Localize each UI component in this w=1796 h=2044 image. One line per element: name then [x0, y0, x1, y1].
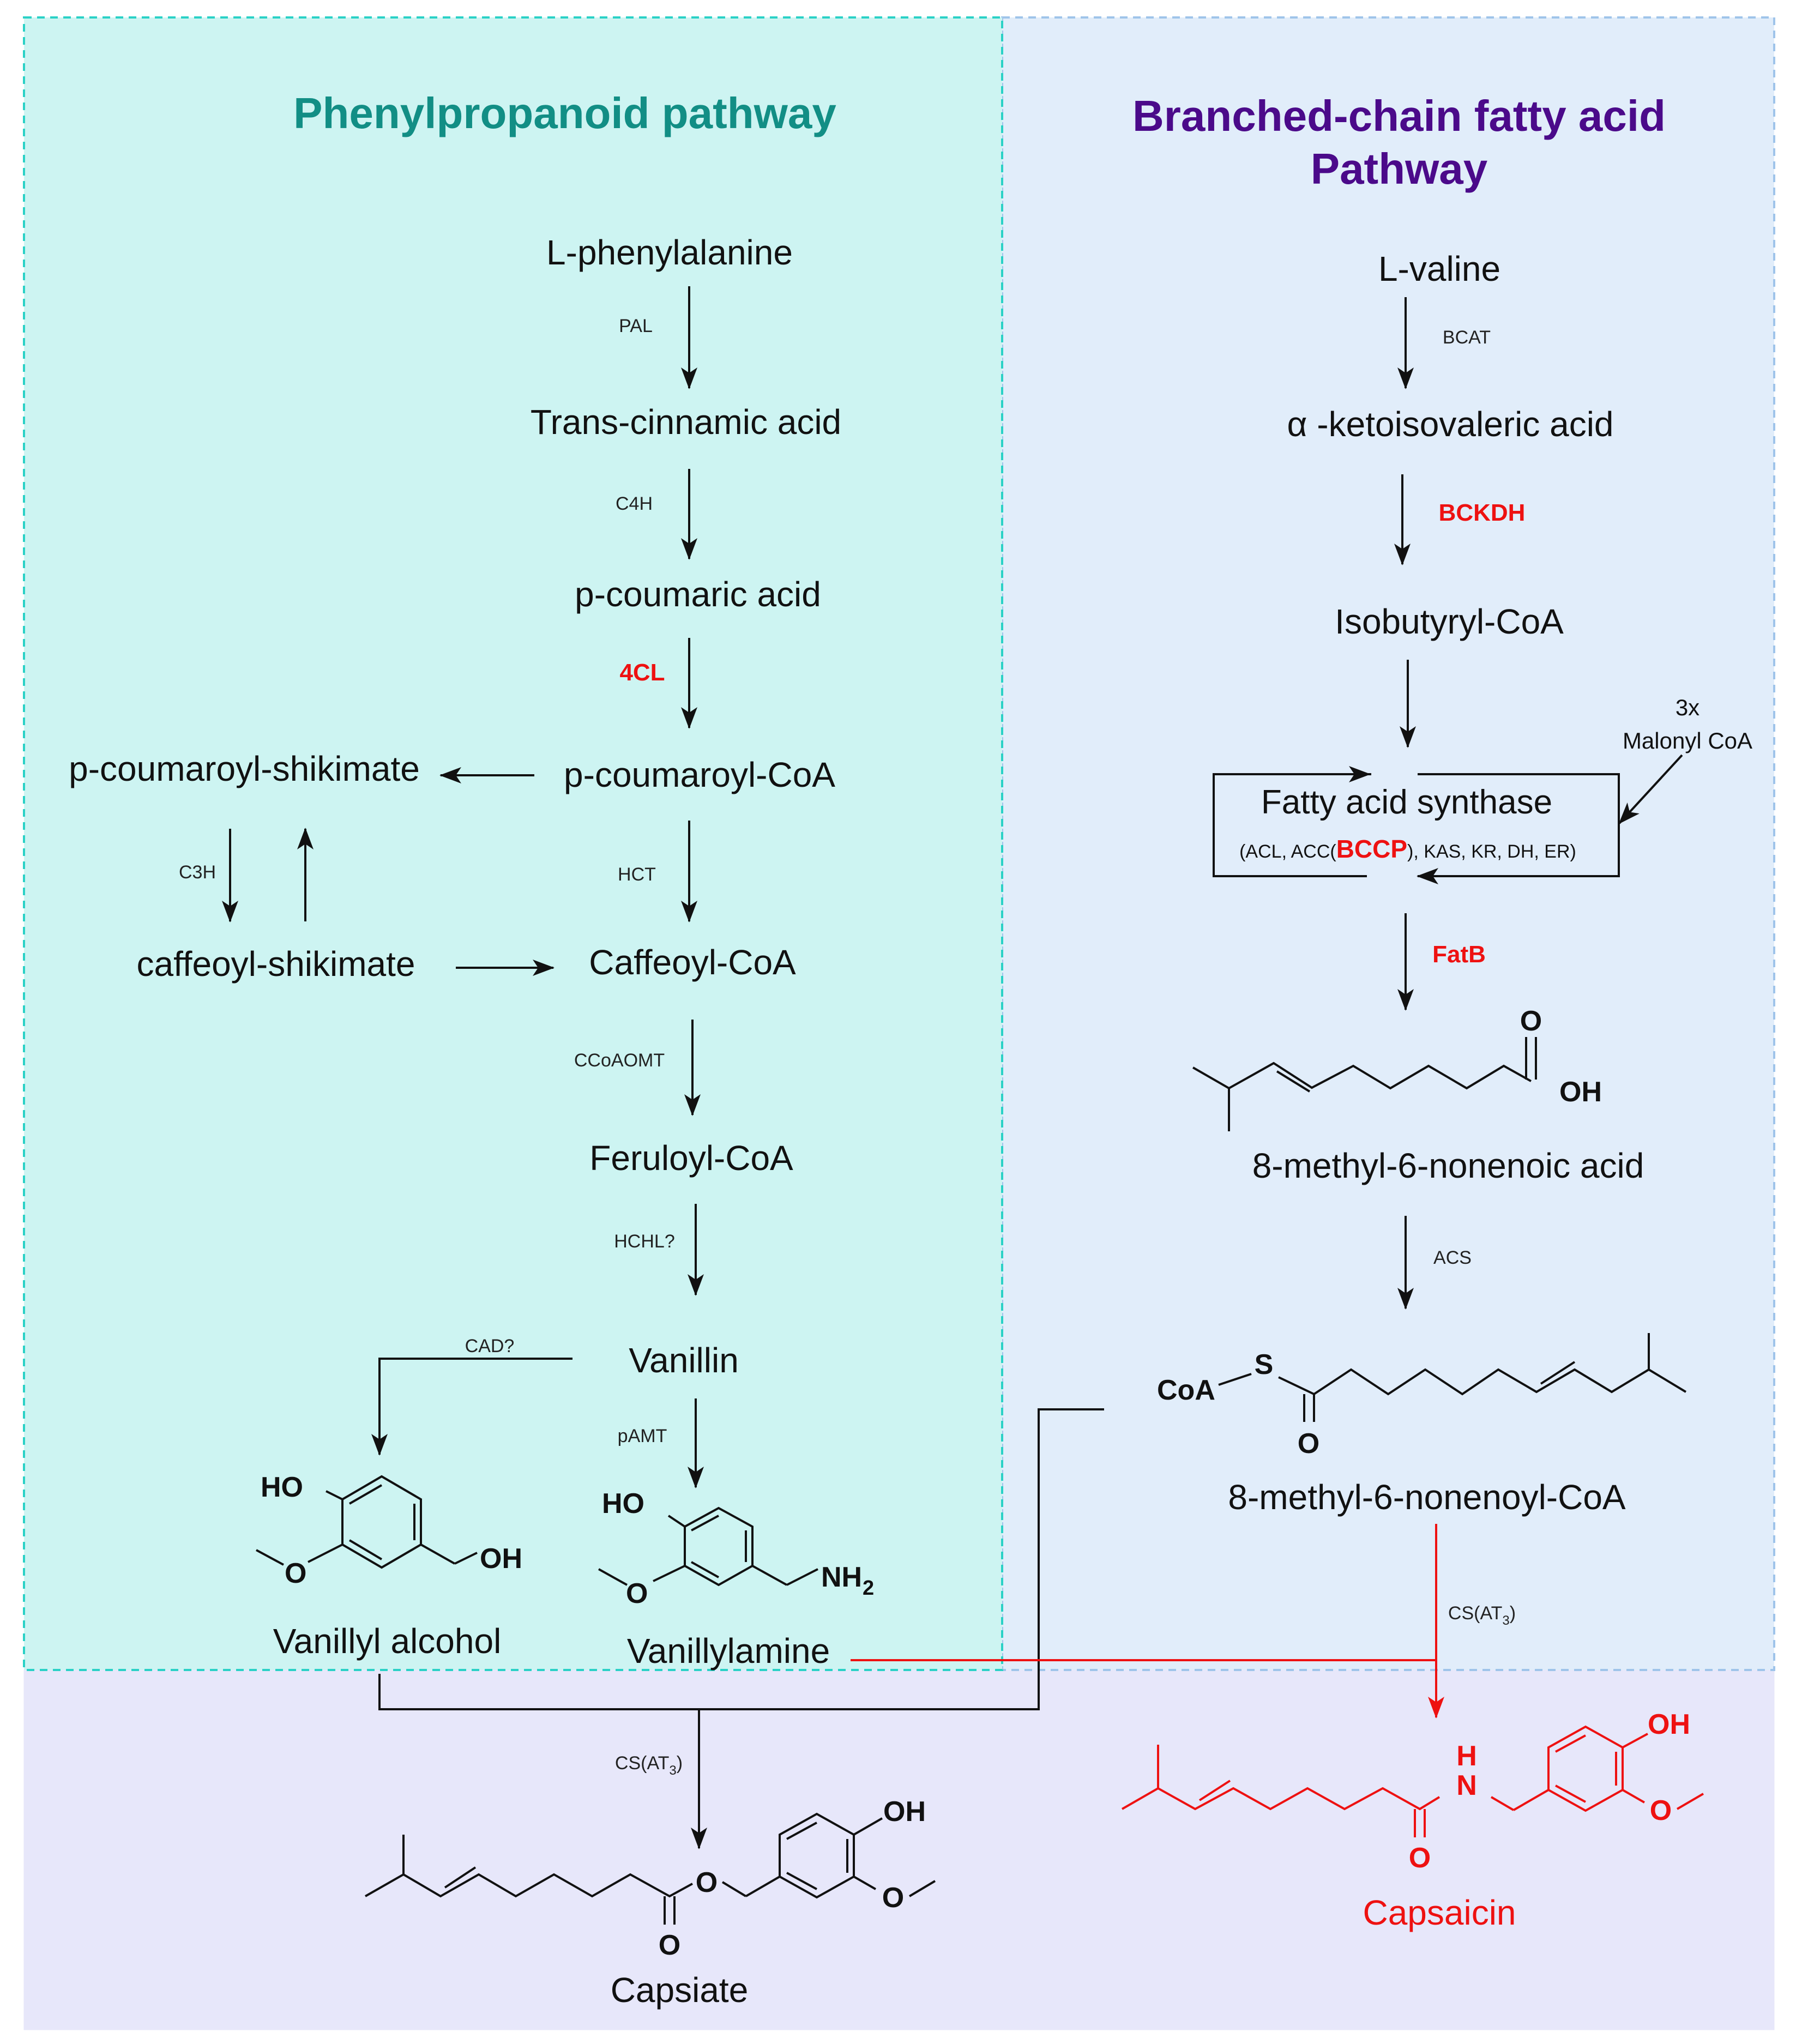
capsaicin-structure: H N O OH O: [1122, 1709, 1704, 1874]
caffeoyl-shikimate-label: caffeoyl-shikimate: [136, 944, 415, 984]
capsiate-label: Capsiate: [611, 1970, 749, 2010]
vanillylamine-ho: HO: [602, 1488, 644, 1520]
enzyme-4cl: 4CL: [619, 659, 665, 686]
vanillyl-alcohol-ho: HO: [261, 1472, 303, 1503]
vanillylamine-nh: NH: [821, 1561, 862, 1593]
malonyl-coa-label: Malonyl CoA: [1623, 728, 1752, 753]
fas-components-label: (ACL, ACC(BCCP), KAS, KR, DH, ER): [1239, 835, 1576, 863]
nonenoyl-coa-o: O: [1298, 1428, 1319, 1460]
fas-sub-c: ), KAS, KR, DH, ER): [1407, 841, 1576, 862]
vanillylamine-subscript-2: 2: [863, 1577, 874, 1600]
fas-sub-a: (ACL, ACC(: [1239, 841, 1336, 862]
vanillyl-alcohol-structure: HO O OH: [256, 1472, 522, 1589]
bottom-panel: [23, 1669, 1775, 2030]
l-phenylalanine-label: L-phenylalanine: [546, 233, 793, 272]
fatty-acid-synthase-label: Fatty acid synthase: [1261, 783, 1552, 821]
fatty-acid-synthase-box: Fatty acid synthase (ACL, ACC(BCCP), KAS…: [1213, 695, 1752, 884]
enzyme-cs-at3-capsiate: CS(AT3): [615, 1753, 683, 1778]
enzyme-acs: ACS: [1433, 1247, 1472, 1268]
capsiate-carbonyl-o: O: [659, 1930, 680, 1961]
8-methyl-6-nonenoyl-coa-label: 8-methyl-6-nonenoyl-CoA: [1228, 1478, 1626, 1517]
cs-at3-capsiate-close: ): [677, 1753, 683, 1774]
left-panel: [23, 16, 1003, 1671]
vanillin-label: Vanillin: [629, 1341, 739, 1380]
capsiate-oh: OH: [883, 1796, 926, 1828]
enzyme-pamt: pAMT: [618, 1426, 667, 1446]
capsaicin-label: Capsaicin: [1363, 1893, 1516, 1932]
right-panel-title-line2: Pathway: [1311, 144, 1488, 193]
enzyme-hct: HCT: [618, 864, 656, 885]
nonenoyl-coa-coa: CoA: [1157, 1374, 1215, 1406]
vanillyl-alcohol-oh: OH: [480, 1543, 522, 1575]
enzyme-bcat: BCAT: [1443, 327, 1491, 348]
enzyme-fatb: FatB: [1432, 941, 1486, 968]
enzyme-cs-at3-capsaicin: CS(AT3): [1448, 1603, 1516, 1628]
vanillylamine-methoxy-o: O: [626, 1578, 648, 1609]
enzyme-cad: CAD?: [465, 1336, 515, 1356]
capsaicin-n: N: [1456, 1770, 1477, 1801]
vanillylamine-structure: HO O NH 2: [598, 1488, 874, 1609]
caffeoyl-coa-label: Caffeoyl-CoA: [589, 943, 796, 982]
cs-at3-capsaicin-base: CS(AT: [1448, 1603, 1502, 1624]
malonyl-count-label: 3x: [1676, 695, 1699, 720]
cs-at3-capsiate-sub: 3: [669, 1763, 676, 1778]
left-arrows: [222, 286, 704, 1488]
vanillyl-alcohol-label: Vanillyl alcohol: [273, 1621, 502, 1661]
capsiate-ester-o: O: [696, 1867, 718, 1898]
right-panel-title-line1: Branched-chain fatty acid: [1132, 92, 1666, 140]
vanillyl-alcohol-methoxy-o: O: [285, 1558, 306, 1589]
capsiate-connectors: [378, 1408, 1104, 1849]
capsaicin-carbonyl-o: O: [1409, 1842, 1431, 1874]
capsaicin-methoxy-o: O: [1650, 1795, 1672, 1826]
nonenoic-acid-oh: OH: [1559, 1076, 1602, 1108]
enzyme-c4h: C4H: [616, 493, 653, 514]
8-methyl-6-nonenoic-acid-label: 8-methyl-6-nonenoic acid: [1252, 1146, 1644, 1185]
left-panel-title: Phenylpropanoid pathway: [293, 89, 836, 137]
nonenoic-acid-carbonyl-o: O: [1520, 1005, 1542, 1037]
fas-sub-bccp: BCCP: [1336, 835, 1407, 863]
capsiate-structure: O O OH O: [365, 1796, 936, 1961]
nonenoyl-coa-structure: S CoA O: [1157, 1333, 1687, 1460]
enzyme-bckdh: BCKDH: [1439, 499, 1526, 526]
cs-at3-capsaicin-close: ): [1510, 1603, 1516, 1624]
enzyme-ccoaomt: CCoAOMT: [574, 1050, 665, 1071]
nonenoic-acid-structure: O OH: [1192, 1005, 1602, 1131]
capsiate-methoxy-o: O: [882, 1882, 904, 1914]
p-coumaric-acid-label: p-coumaric acid: [575, 575, 821, 614]
capsaicin-oh: OH: [1648, 1709, 1690, 1740]
capsaicin-h: H: [1456, 1740, 1477, 1772]
feruloyl-coa-label: Feruloyl-CoA: [589, 1138, 793, 1178]
l-valine-label: L-valine: [1378, 249, 1500, 288]
enzyme-c3h: C3H: [179, 862, 216, 883]
capsaicin-connectors: [851, 1524, 1444, 1719]
cs-at3-capsiate-base: CS(AT: [615, 1753, 669, 1774]
vanillylamine-label: Vanillylamine: [627, 1631, 830, 1671]
enzyme-hchl: HCHL?: [614, 1231, 674, 1252]
p-coumaroyl-coa-label: p-coumaroyl-CoA: [564, 755, 835, 794]
isobutyryl-coa-label: Isobutyryl-CoA: [1335, 602, 1564, 641]
cs-at3-capsaicin-sub: 3: [1502, 1613, 1509, 1628]
alpha-ketoisovaleric-acid-label: α -ketoisovaleric acid: [1287, 405, 1614, 444]
right-arrows: [1394, 297, 1683, 1310]
p-coumaroyl-shikimate-label: p-coumaroyl-shikimate: [69, 749, 420, 788]
nonenoyl-coa-s: S: [1255, 1349, 1274, 1380]
enzyme-pal: PAL: [619, 316, 653, 336]
trans-cinnamic-acid-label: Trans-cinnamic acid: [531, 402, 841, 442]
